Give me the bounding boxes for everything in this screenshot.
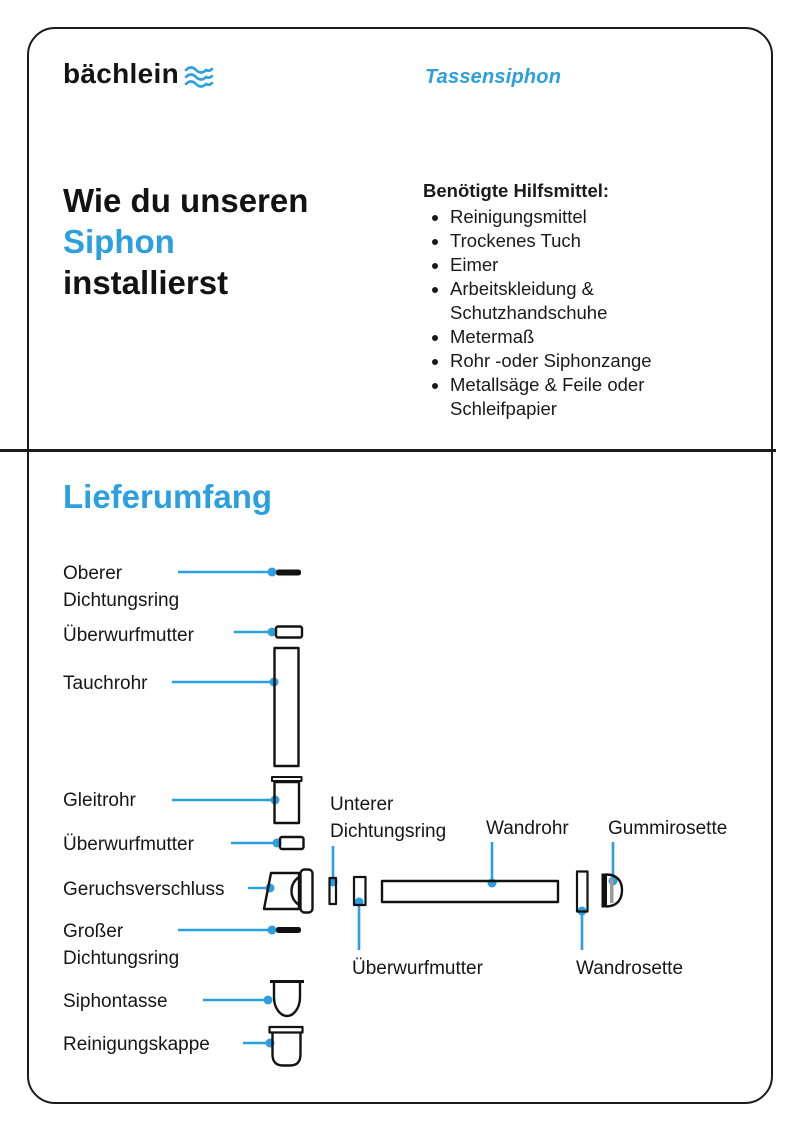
- page-title-line3: installierst: [63, 264, 229, 301]
- part-label-ueberwurfmutter-mid: Überwurfmutter: [63, 834, 194, 855]
- part-label-tauchrohr: Tauchrohr: [63, 673, 148, 694]
- part-label-siphontasse: Siphontasse: [63, 991, 168, 1012]
- part-label-gleitrohr: Gleitrohr: [63, 790, 136, 811]
- triple-wave-icon: [184, 66, 214, 88]
- tools-section: Benötigte Hilfsmittel: Reinigungsmittel …: [423, 179, 735, 421]
- part-label-oberer-dichtungsring: Oberer Dichtungsring: [63, 563, 180, 611]
- part-label-ueberwurfmutter-top: Überwurfmutter: [63, 625, 194, 646]
- tools-item: Rohr -oder Siphonzange: [450, 349, 735, 373]
- brand-logo: bächlein: [63, 58, 215, 90]
- part-label-wandrosette: Wandrosette: [576, 958, 684, 979]
- part-label-geruchsverschluss: Geruchsverschluss: [63, 879, 225, 900]
- part-label-ueberwurfmutter-bottom: Überwurfmutter: [352, 958, 483, 979]
- tools-item: Metallsäge & Feile oder Schleifpapier: [450, 373, 735, 421]
- section-divider: [0, 449, 776, 452]
- part-label-gummirosette: Gummirosette: [608, 818, 728, 839]
- page-title: Wie du unseren Siphon installierst: [63, 180, 308, 303]
- part-label-grosser-dichtungsring: Großer Dichtungsring: [63, 921, 180, 969]
- product-title: Tassensiphon: [425, 66, 562, 88]
- tools-title: Benötigte Hilfsmittel:: [423, 180, 610, 201]
- page-title-line2: Siphon: [63, 223, 175, 260]
- tools-item: Metermaß: [450, 325, 735, 349]
- part-label-wandrohr: Wandrohr: [486, 818, 569, 839]
- tools-item: Reinigungsmittel: [450, 205, 735, 229]
- part-label-unterer-dichtungsring: Unterer Dichtungsring: [330, 794, 447, 842]
- part-label-reinigungskappe: Reinigungskappe: [63, 1034, 210, 1055]
- tools-item: Arbeitskleidung & Schutzhandschuhe: [450, 277, 735, 325]
- page-border: [27, 27, 773, 1104]
- tools-item: Trockenes Tuch: [450, 229, 735, 253]
- tools-item: Eimer: [450, 253, 735, 277]
- delivery-title: Lieferumfang: [63, 478, 273, 515]
- brand-name: bächlein: [63, 58, 179, 89]
- page-title-line1: Wie du unseren: [63, 182, 309, 219]
- tools-list: Reinigungsmittel Trockenes Tuch Eimer Ar…: [423, 205, 735, 421]
